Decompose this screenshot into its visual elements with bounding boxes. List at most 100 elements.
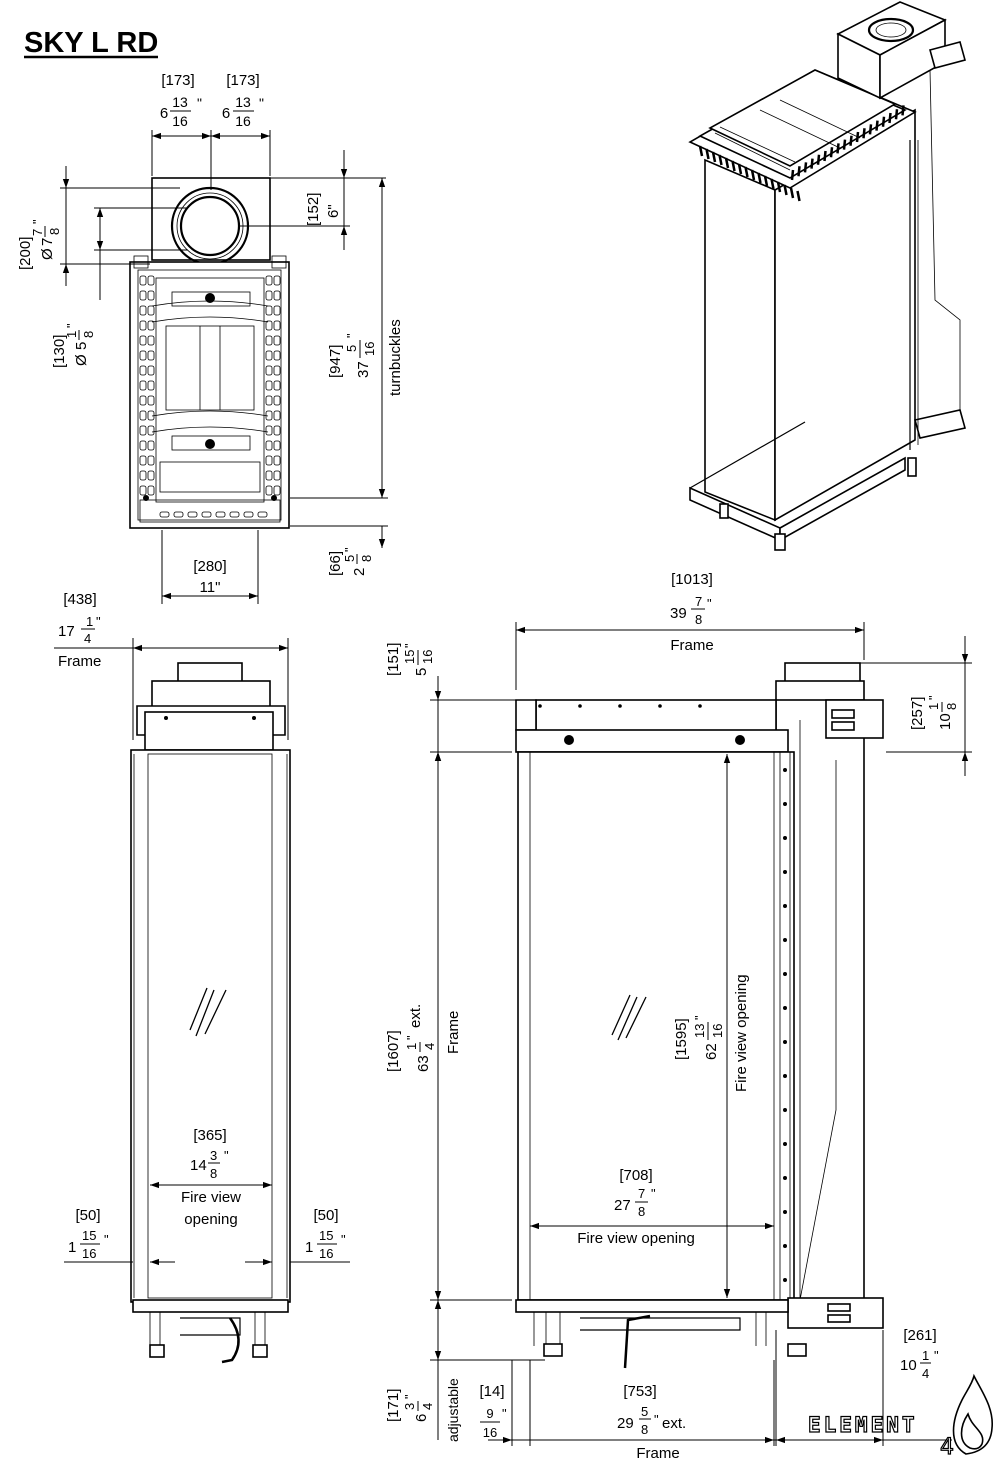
svg-text:": " — [341, 1232, 346, 1247]
svg-text:ext.: ext. — [662, 1415, 686, 1432]
bolt-dot — [783, 904, 787, 908]
svg-text:16: 16 — [710, 1024, 725, 1038]
svg-text:8: 8 — [638, 1204, 645, 1219]
vent-mark — [796, 190, 801, 202]
vent-mark — [737, 163, 743, 175]
svg-text:": " — [502, 1406, 507, 1421]
rail-slot — [273, 365, 281, 376]
vent-mark — [744, 166, 749, 178]
svg-text:29: 29 — [617, 1415, 634, 1432]
vent-mark — [836, 143, 840, 154]
svg-text:6: 6 — [413, 1414, 430, 1422]
isometric-top-vents — [698, 105, 905, 202]
side-bottom-frame-dimension: [753] 29 5 8 " ext. Frame — [617, 1383, 686, 1462]
vent-mark — [855, 131, 860, 143]
svg-text:Frame: Frame — [636, 1445, 679, 1462]
svg-text:": " — [654, 1412, 659, 1427]
svg-text:": " — [402, 1394, 417, 1399]
side-glass-hatch — [611, 994, 647, 1041]
front-fire-view-dimension: [365] 14 3 8 " Fire view opening — [181, 1127, 241, 1228]
side-frame-bolts — [538, 704, 787, 1282]
svg-text:[365]: [365] — [193, 1127, 226, 1144]
svg-text:4: 4 — [84, 631, 91, 646]
svg-text:15: 15 — [319, 1228, 333, 1243]
vent-mark — [790, 169, 795, 181]
svg-text:16: 16 — [235, 113, 251, 129]
inner-diameter-dimension: [130] Ø 5 1 8 " — [51, 323, 96, 368]
vent-mark — [823, 150, 827, 162]
rail-slot — [139, 365, 147, 376]
bolt-dot — [783, 1074, 787, 1078]
vent-slot — [159, 511, 170, 518]
rail-slot — [139, 335, 147, 346]
vent-mark — [750, 169, 756, 181]
rail-slot — [139, 275, 147, 286]
svg-text:63: 63 — [415, 1055, 432, 1072]
vent-mark — [803, 162, 808, 173]
bolt-dot — [783, 938, 787, 942]
front-frame-dimension: [438] 17 1 4 " Frame — [58, 591, 101, 670]
rail-slot — [147, 395, 155, 406]
top-view-outline — [129, 177, 290, 529]
svg-text:16: 16 — [82, 1246, 96, 1261]
svg-text:7: 7 — [695, 594, 702, 609]
svg-text:3: 3 — [402, 1403, 417, 1410]
vent-slot — [229, 511, 240, 518]
svg-text:15: 15 — [402, 650, 417, 664]
svg-text:7: 7 — [30, 229, 45, 236]
rail-slot — [273, 425, 281, 436]
rail-slot — [265, 470, 273, 481]
svg-text:13: 13 — [235, 94, 251, 110]
side-frame-width-dimension: [1013] 39 7 8 " Frame — [670, 571, 714, 654]
svg-text:": " — [197, 95, 202, 111]
rail-slot — [139, 410, 147, 421]
vent-mark — [776, 181, 782, 193]
vent-mark — [849, 135, 853, 146]
bolt-dot — [783, 1210, 787, 1214]
side-frame-height-dimension: [1607] 63 1 4 " ext. — [385, 1004, 437, 1072]
vent-mark — [829, 147, 834, 158]
svg-text:[173]: [173] — [161, 72, 194, 89]
rail-slot — [273, 320, 281, 331]
flue-offset-dimension: [152] 6" — [305, 193, 342, 226]
svg-text:6": 6" — [325, 204, 342, 218]
rail-slot — [265, 335, 273, 346]
vent-slot — [201, 511, 212, 518]
svg-text:5: 5 — [641, 1404, 648, 1419]
svg-text:Fire view opening: Fire view opening — [577, 1230, 695, 1247]
bolt-dot — [783, 870, 787, 874]
svg-text:16: 16 — [319, 1246, 333, 1261]
vent-mark — [698, 145, 704, 157]
vent-mark — [888, 112, 892, 124]
turnbuckles-label: turnbuckles — [387, 319, 404, 396]
rail-slot — [139, 320, 147, 331]
svg-text:": " — [96, 614, 101, 629]
svg-text:27: 27 — [614, 1197, 631, 1214]
bolt-dot — [783, 1040, 787, 1044]
svg-text:": " — [259, 95, 264, 111]
bolt-dot — [783, 1176, 787, 1180]
svg-text:5: 5 — [73, 342, 90, 350]
vent-mark — [901, 105, 905, 116]
rail-slot — [265, 425, 273, 436]
svg-text:8: 8 — [47, 228, 62, 235]
svg-text:39: 39 — [670, 605, 687, 622]
svg-text:1: 1 — [305, 1239, 313, 1256]
svg-text:4: 4 — [420, 1403, 435, 1410]
rail-slot — [265, 305, 273, 316]
vent-mark — [797, 166, 801, 177]
svg-text:5: 5 — [344, 345, 359, 352]
svg-text:16: 16 — [172, 113, 188, 129]
svg-text:1: 1 — [68, 1239, 76, 1256]
svg-text:1: 1 — [922, 1348, 929, 1363]
rail-slot — [273, 290, 281, 301]
rail-slot — [139, 425, 147, 436]
vent-mark — [731, 160, 736, 172]
svg-text:": " — [344, 333, 359, 338]
svg-text:3: 3 — [210, 1148, 217, 1163]
bolt-dot — [783, 1244, 787, 1248]
svg-text:": " — [104, 1232, 109, 1247]
vent-mark — [711, 151, 717, 163]
svg-text:4: 4 — [922, 1366, 929, 1381]
